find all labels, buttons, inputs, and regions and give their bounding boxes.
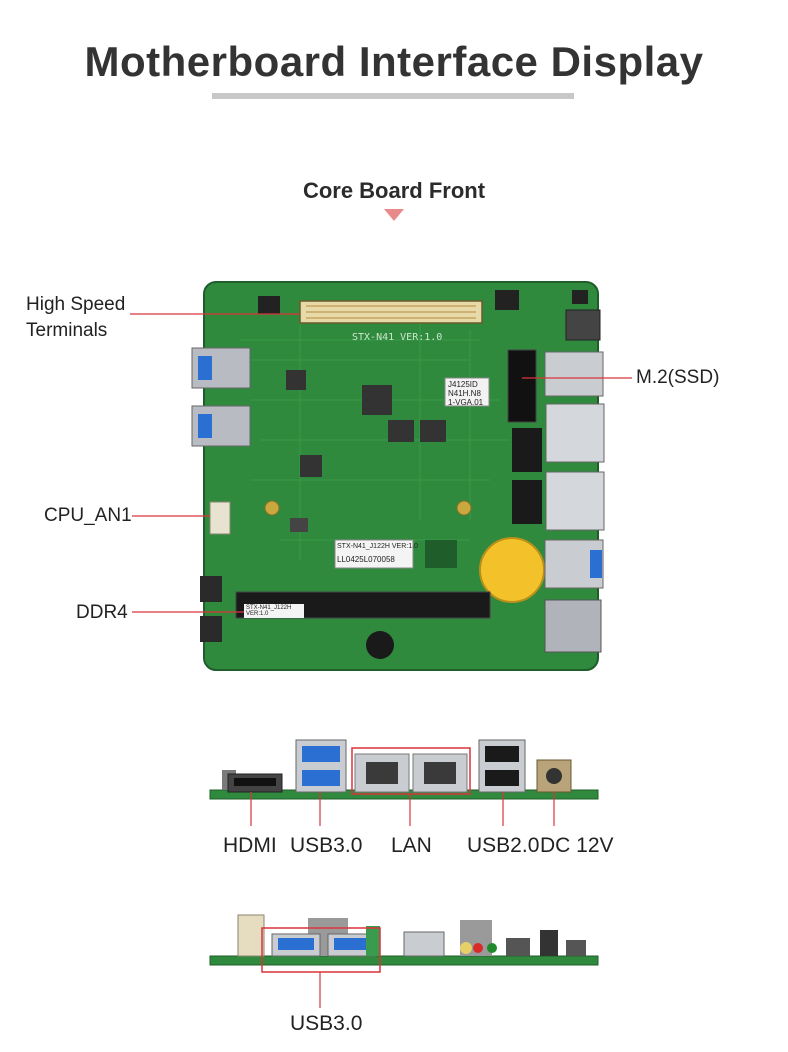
chip-label-1: J4125ID xyxy=(448,380,478,389)
label-high-speed-terminals-1: High Speed xyxy=(26,294,126,315)
front-io-side-view xyxy=(209,914,599,973)
rear-io-side-view xyxy=(209,739,599,800)
page-title: Motherboard Interface Display xyxy=(84,38,704,85)
callout-lines xyxy=(130,313,632,613)
label-cpu-fan: CPU_AN1 xyxy=(44,505,132,526)
down-triangle-icon xyxy=(384,209,404,221)
chip-label-2: N41H.N8 xyxy=(448,389,481,398)
label-lan: LAN xyxy=(391,834,432,857)
label-high-speed-terminals-2: Terminals xyxy=(26,320,108,341)
sticker-text-1: STX-N41_J122H VER:1.0 xyxy=(337,543,418,550)
silkscreen-model: STX-N41 VER:1.0 xyxy=(352,332,443,343)
label-usb20: USB2.0 xyxy=(467,834,540,857)
label-dc-12v: DC 12V xyxy=(540,834,614,857)
label-ddr4: DDR4 xyxy=(76,602,128,623)
label-rear-usb30: USB3.0 xyxy=(290,834,363,857)
label-m2-ssd: M.2(SSD) xyxy=(636,367,720,388)
rear-io-callout-lines xyxy=(250,792,555,826)
motherboard-top-view xyxy=(191,281,605,671)
label-front-usb30: USB3.0 xyxy=(290,1012,363,1035)
label-hdmi: HDMI xyxy=(223,834,277,857)
title-underline xyxy=(212,93,574,99)
chip-label-3: 1-VGA.01 xyxy=(448,398,484,407)
sticker-text-2: LL0425L070058 xyxy=(337,555,395,564)
ddr-sticker-text-1: STX-N41_J122H xyxy=(246,605,292,611)
section-subtitle: Core Board Front xyxy=(302,178,486,203)
ddr-sticker-text-2: VER:1.0 xyxy=(246,611,269,617)
